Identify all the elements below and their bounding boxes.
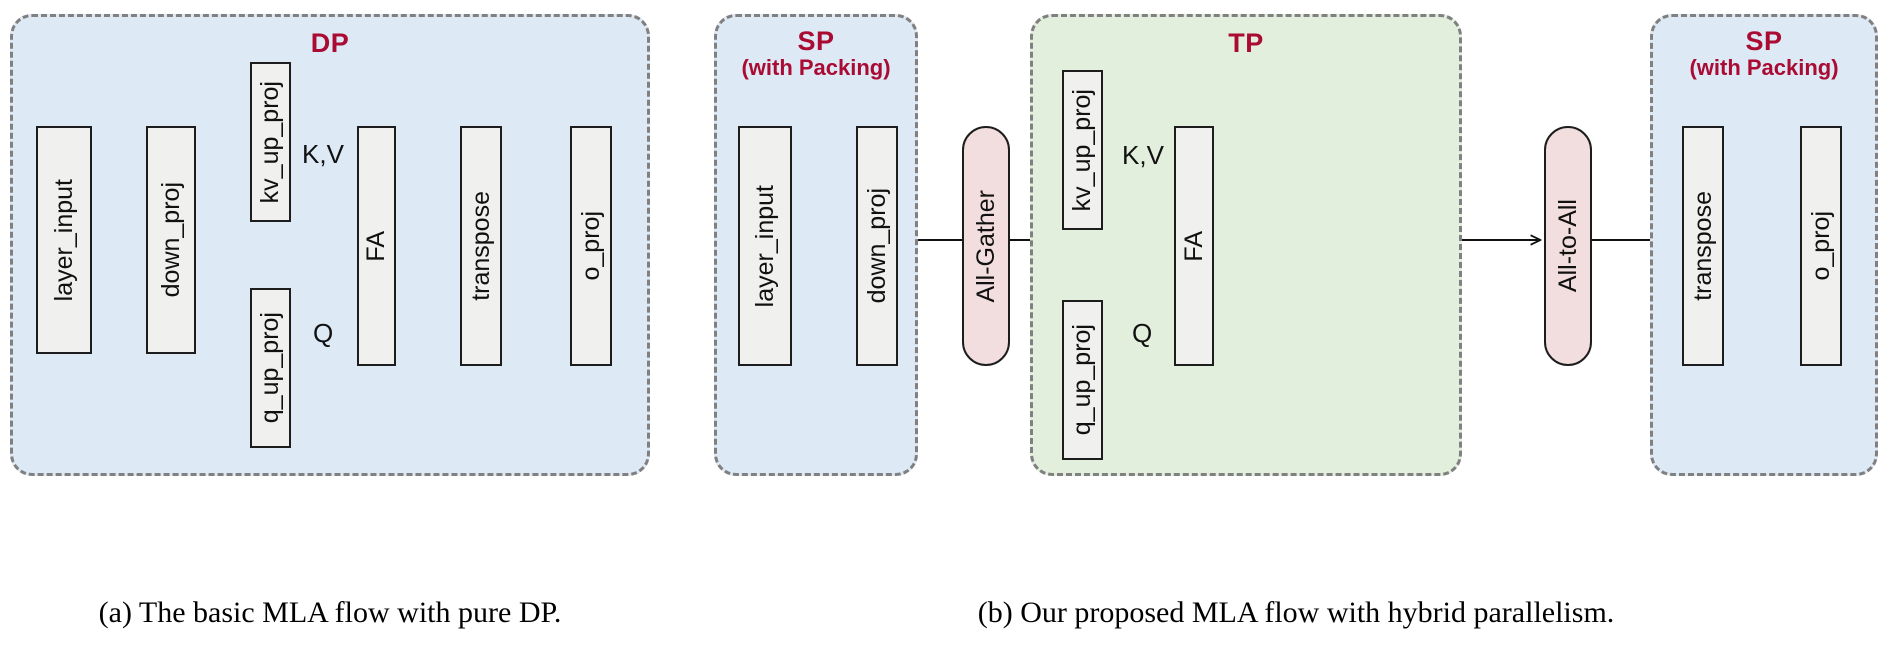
edge-label-kv-a: K,V	[302, 139, 344, 169]
group-tp-title: TP	[1030, 28, 1462, 58]
node-all-to-all-label: All-to-All	[1553, 199, 1582, 293]
caption-subfigure-b: (b) Our proposed MLA flow with hybrid pa…	[977, 596, 1615, 629]
node-kv-up-proj-a[interactable]: kv_up_proj	[250, 62, 291, 222]
node-layer-input-b[interactable]: layer_input	[738, 126, 792, 366]
node-fa-b-label: FA	[1179, 230, 1208, 262]
group-sp-left-title: SP (with Packing)	[714, 26, 918, 81]
node-layer-input-a[interactable]: layer_input	[36, 126, 92, 354]
node-transpose-a-label: transpose	[466, 191, 495, 301]
node-o-proj-a[interactable]: o_proj	[570, 126, 612, 366]
group-sp-right-title-main: SP	[1745, 26, 1783, 56]
node-o-proj-a-label: o_proj	[576, 211, 605, 281]
node-q-up-proj-b[interactable]: q_up_proj	[1062, 300, 1103, 460]
node-kv-up-proj-b-label: kv_up_proj	[1068, 88, 1096, 212]
node-fa-a[interactable]: FA	[357, 126, 396, 366]
group-sp-left-title-sub: (with Packing)	[741, 55, 891, 81]
node-transpose-b-label: transpose	[1688, 191, 1717, 301]
node-down-proj-b-label: down_proj	[862, 188, 891, 304]
group-sp-left-title-main: SP	[797, 26, 835, 56]
node-down-proj-a-label: down_proj	[156, 182, 185, 298]
group-dp	[10, 14, 650, 476]
edge-label-q-b: Q	[1132, 318, 1153, 348]
node-q-up-proj-b-label: q_up_proj	[1068, 324, 1096, 436]
group-tp-title-main: TP	[1228, 28, 1264, 58]
node-all-gather[interactable]: All-Gather	[962, 126, 1010, 366]
node-transpose-b[interactable]: transpose	[1682, 126, 1724, 366]
node-o-proj-b-label: o_proj	[1806, 211, 1835, 281]
group-sp-right-title: SP (with Packing)	[1650, 26, 1878, 81]
edge-label-q-a: Q	[313, 318, 334, 348]
node-q-up-proj-a[interactable]: q_up_proj	[250, 288, 291, 448]
node-kv-up-proj-a-label: kv_up_proj	[256, 80, 284, 204]
node-o-proj-b[interactable]: o_proj	[1800, 126, 1842, 366]
node-down-proj-a[interactable]: down_proj	[146, 126, 196, 354]
node-all-to-all[interactable]: All-to-All	[1544, 126, 1592, 366]
caption-subfigure-a: (a) The basic MLA flow with pure DP.	[98, 596, 562, 629]
edge-label-kv-b: K,V	[1122, 140, 1164, 170]
node-fa-a-label: FA	[362, 230, 390, 262]
group-sp-right-title-sub: (with Packing)	[1689, 55, 1839, 81]
node-transpose-a[interactable]: transpose	[460, 126, 502, 366]
node-kv-up-proj-b[interactable]: kv_up_proj	[1062, 70, 1103, 230]
node-all-gather-label: All-Gather	[971, 189, 1000, 303]
node-layer-input-a-label: layer_input	[49, 178, 78, 302]
group-dp-title: DP	[10, 28, 650, 58]
group-dp-title-main: DP	[310, 28, 350, 58]
node-fa-b[interactable]: FA	[1174, 126, 1214, 366]
node-q-up-proj-a-label: q_up_proj	[256, 312, 284, 424]
node-down-proj-b[interactable]: down_proj	[856, 126, 898, 366]
node-layer-input-b-label: layer_input	[750, 184, 779, 308]
